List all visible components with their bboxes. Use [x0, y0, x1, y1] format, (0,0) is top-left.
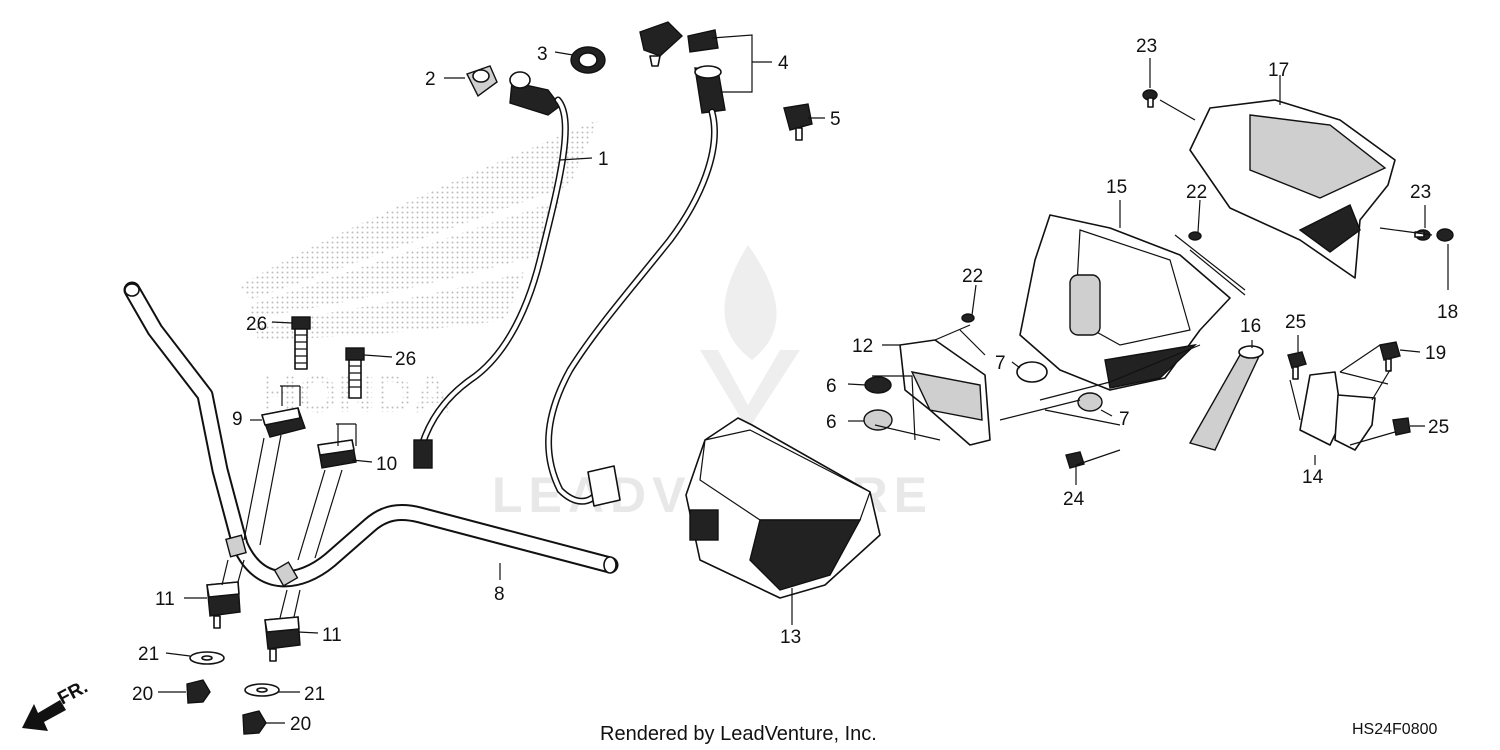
callout-12: 12: [852, 336, 873, 357]
washer-21-left: [189, 651, 225, 665]
callout-18: 18: [1437, 302, 1458, 323]
callout-24: 24: [1063, 489, 1085, 510]
bolt-19: [1379, 341, 1401, 372]
callout-20b: 20: [290, 714, 311, 735]
nut-24: [1065, 451, 1085, 469]
socket-cap-2: [466, 65, 498, 98]
socket-nut-3: [570, 46, 606, 74]
lower-holder-11-right: [264, 616, 301, 662]
callout-labels: 1 2 3 4 5 6 6 7 7 8 9 10 11 11 12 13 14 …: [132, 36, 1458, 735]
callout-20a: 20: [132, 684, 153, 705]
callout-19: 19: [1425, 343, 1446, 364]
bolt-26-right: [345, 347, 365, 399]
callout-3: 3: [537, 44, 548, 65]
callout-6b: 6: [826, 412, 837, 433]
screw-22-upper: [1188, 231, 1202, 241]
bracket-14: [1299, 371, 1376, 451]
accessory-socket-1: [413, 71, 569, 469]
bolt-25-upper: [1287, 351, 1307, 380]
bolt-25-lower: [1392, 417, 1411, 436]
callout-1: 1: [598, 149, 609, 170]
callout-7b: 7: [1119, 409, 1130, 430]
callout-25b: 25: [1428, 417, 1449, 438]
callout-7a: 7: [995, 353, 1006, 374]
ignition-switch-4: [545, 21, 726, 507]
handlebar: [123, 281, 619, 588]
rubber-7: [1016, 361, 1103, 412]
pipe-16: [1188, 345, 1264, 451]
front-direction-indicator: FR.: [22, 677, 91, 731]
lower-holder-11-left: [206, 581, 241, 629]
bolt-26-left: [291, 316, 311, 370]
honda-wing-watermark: HONDA: [240, 120, 598, 424]
callout-22b: 22: [962, 266, 983, 287]
callout-13: 13: [780, 627, 801, 648]
callout-4: 4: [778, 53, 789, 74]
washer-21-right: [244, 683, 280, 697]
screw-18: [1436, 228, 1454, 242]
upper-holder-10: [317, 439, 357, 469]
callout-14: 14: [1302, 467, 1324, 488]
callout-25a: 25: [1285, 312, 1306, 333]
callout-10: 10: [376, 454, 397, 475]
callout-6a: 6: [826, 376, 837, 397]
screw-22-lower: [961, 313, 975, 323]
grommets-6: [863, 376, 893, 431]
headlight-cover-13: [685, 417, 881, 599]
callout-16: 16: [1240, 316, 1261, 337]
callout-2: 2: [425, 69, 436, 90]
callout-5: 5: [830, 109, 841, 130]
upper-cover-15: [1019, 214, 1231, 391]
nut-20-left: [186, 679, 211, 704]
nut-20-right: [242, 710, 267, 735]
diagram-code: HS24F0800: [1352, 721, 1437, 738]
callout-22a: 22: [1186, 182, 1207, 203]
callout-26b: 26: [395, 349, 416, 370]
callout-11b: 11: [322, 625, 342, 646]
top-cover-17: [1189, 99, 1396, 279]
meter-bracket-12: [899, 339, 991, 446]
callout-11a: 11: [155, 589, 175, 610]
leader-lines: [158, 34, 1449, 724]
callout-15: 15: [1106, 177, 1127, 198]
callout-21b: 21: [304, 684, 325, 705]
callout-26a: 26: [246, 314, 267, 335]
callout-8: 8: [494, 584, 505, 605]
callout-23a: 23: [1136, 36, 1157, 57]
rendered-by-credit: Rendered by LeadVenture, Inc.: [600, 723, 877, 745]
callout-9: 9: [232, 409, 243, 430]
callout-23b: 23: [1410, 182, 1431, 203]
upper-holder-9: [261, 407, 306, 438]
screw-23-top: [1142, 89, 1158, 108]
callout-21a: 21: [138, 644, 159, 665]
clip-5: [783, 103, 813, 141]
callout-17: 17: [1268, 60, 1289, 81]
